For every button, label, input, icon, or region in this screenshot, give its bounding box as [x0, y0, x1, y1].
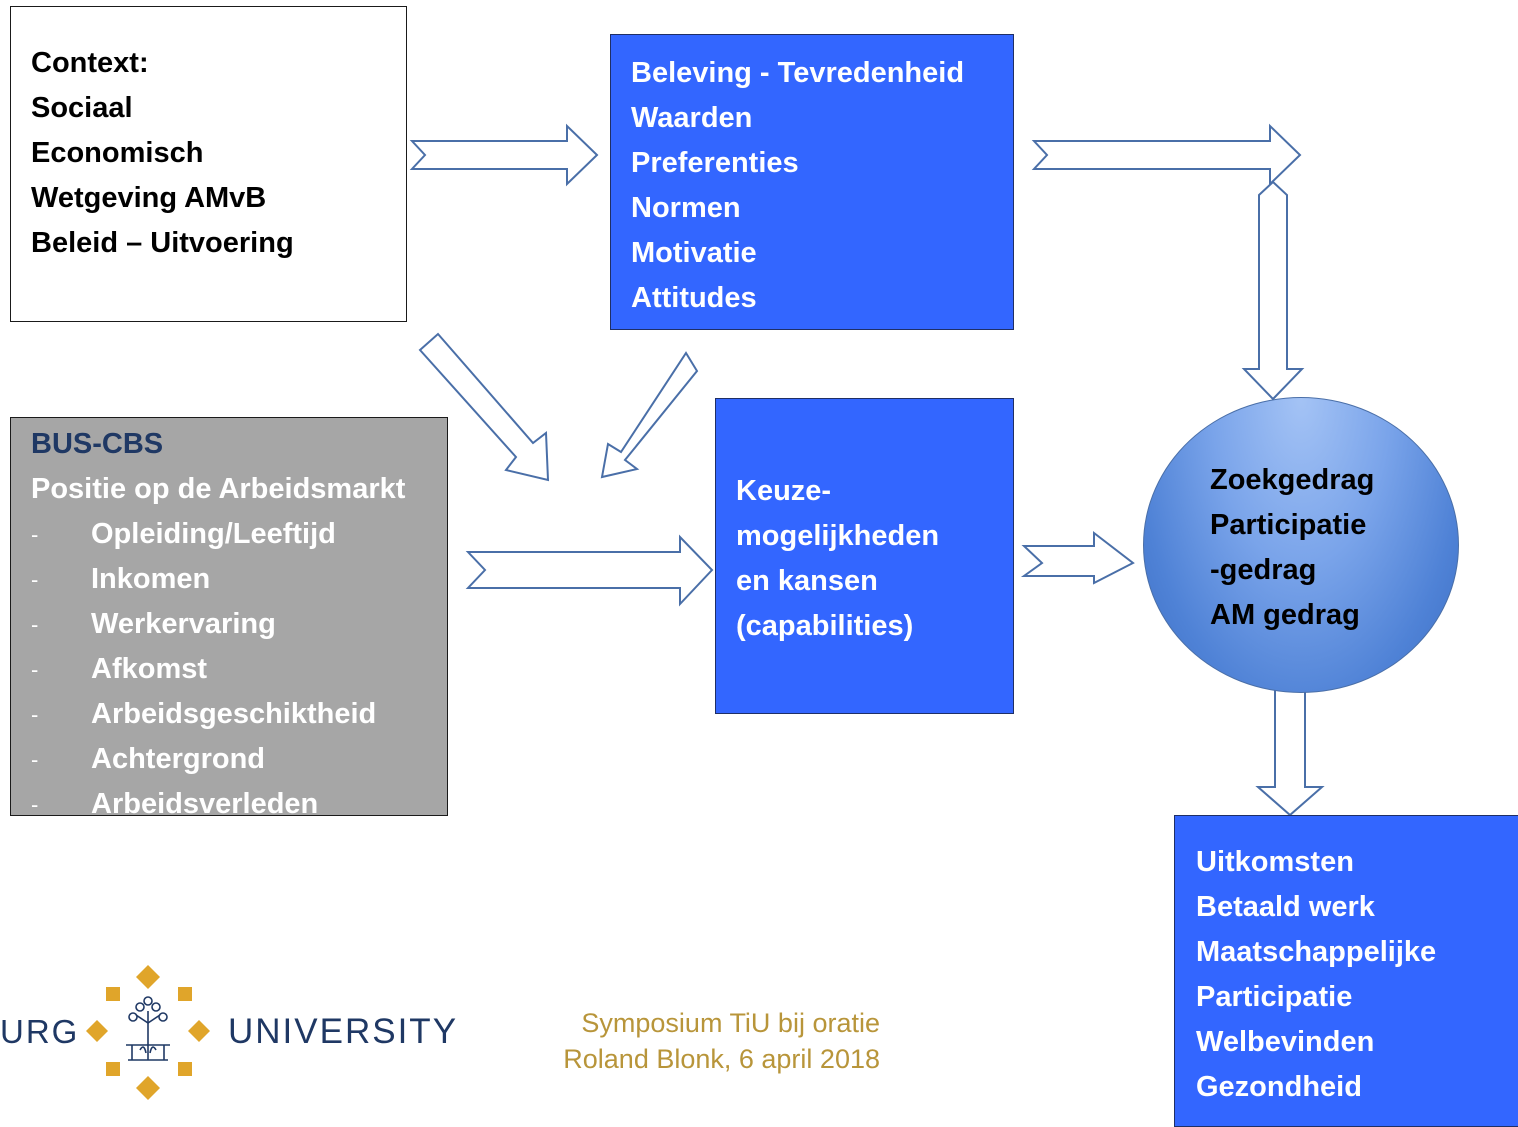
footer-caption: Symposium TiU bij oratie Roland Blonk, 6… — [495, 1005, 880, 1077]
uitkomsten-line: Gezondheid — [1196, 1071, 1362, 1103]
bus-subheading: Positie op de Arbeidsmarkt — [31, 473, 406, 505]
logo-square-tr — [178, 987, 192, 1001]
keuze-line: Keuze- — [736, 475, 832, 507]
arrow-context-to-keuze — [418, 332, 550, 482]
zoek-line: Zoekgedrag — [1210, 464, 1375, 496]
logo-square-bl — [106, 1062, 120, 1076]
bus-item: - Inkomen — [31, 557, 447, 602]
uitkomsten-line: Maatschappelijke — [1196, 936, 1437, 968]
arrow-circle-to-uitkomsten — [1255, 689, 1325, 817]
uitkomsten-box: Uitkomsten Betaald werk Maatschappelijke… — [1174, 815, 1518, 1127]
beleving-line: Preferenties — [631, 147, 799, 179]
bullet-dash: - — [31, 612, 39, 637]
beleving-box: Beleving - Tevredenheid Waarden Preferen… — [610, 34, 1014, 330]
bus-heading: BUS-CBS — [31, 428, 164, 460]
uitkomsten-line: Welbevinden — [1196, 1026, 1375, 1058]
bus-item: - Opleiding/Leeftijd — [31, 512, 447, 557]
footer-line-2: Roland Blonk, 6 april 2018 — [563, 1044, 880, 1074]
bus-item-label: Arbeidsverleden — [91, 788, 319, 820]
bus-item-label: Achtergrond — [91, 743, 265, 775]
uitkomsten-line: Participatie — [1196, 981, 1353, 1013]
keuze-line: (capabilities) — [736, 610, 914, 642]
zoek-line: Participatie — [1210, 509, 1367, 541]
bullet-dash: - — [31, 522, 39, 547]
bus-item-label: Werkervaring — [91, 608, 276, 640]
zoek-line: AM gedrag — [1210, 599, 1360, 631]
beleving-line: Waarden — [631, 102, 753, 134]
bullet-dash: - — [31, 567, 39, 592]
beleving-line: Beleving - Tevredenheid — [631, 57, 965, 89]
arrow-keuze-to-circle — [1020, 530, 1135, 585]
context-line: Economisch — [31, 137, 204, 169]
arrow-beleving-to-right — [1031, 123, 1302, 187]
bus-item-label: Arbeidsgeschiktheid — [91, 698, 377, 730]
keuze-line: en kansen — [736, 565, 878, 597]
bus-item-label: Afkomst — [91, 653, 208, 685]
context-line: Wetgeving AMvB — [31, 182, 267, 214]
uitkomsten-line: Uitkomsten — [1196, 846, 1354, 878]
bus-item-label: Inkomen — [91, 563, 211, 595]
logo-diamond-left — [86, 1020, 108, 1042]
logo-right-word: UNIVERSITY — [228, 1012, 459, 1051]
arrow-bus-to-keuze — [465, 534, 714, 607]
logo-square-br — [178, 1062, 192, 1076]
zoek-line: -gedrag — [1210, 554, 1317, 586]
beleving-line: Motivatie — [631, 237, 757, 269]
bullet-dash: - — [31, 747, 39, 772]
bus-item: - Werkervaring — [31, 602, 447, 647]
tilburg-university-logo: URG UNIVERSITY — [0, 965, 456, 1100]
logo-square-tl — [106, 987, 120, 1001]
bus-item: - Achtergrond — [31, 737, 447, 782]
keuze-line: mogelijkheden — [736, 520, 940, 552]
arrow-down-to-circle — [1241, 180, 1305, 401]
uitkomsten-line: Betaald werk — [1196, 891, 1375, 923]
footer-line-1: Symposium TiU bij oratie — [581, 1008, 880, 1038]
logo-diamond-right — [188, 1020, 210, 1042]
arrow-context-to-beleving — [409, 123, 599, 187]
bullet-dash: - — [31, 702, 39, 727]
bus-item: - Afkomst — [31, 647, 447, 692]
beleving-line: Normen — [631, 192, 741, 224]
context-line: Sociaal — [31, 92, 133, 124]
context-line: Beleid – Uitvoering — [31, 227, 294, 259]
logo-emblem — [86, 965, 210, 1100]
context-box: Context: Sociaal Economisch Wetgeving AM… — [10, 6, 407, 322]
bullet-dash: - — [31, 657, 39, 682]
beleving-line: Attitudes — [631, 282, 757, 314]
bus-item: - Arbeidsgeschiktheid — [31, 692, 447, 737]
zoekgedrag-circle: Zoekgedrag Participatie -gedrag AM gedra… — [1143, 397, 1459, 693]
logo-left-word: URG — [0, 1013, 80, 1050]
bullet-dash: - — [31, 792, 39, 817]
bus-item: - Arbeidsverleden — [31, 782, 447, 827]
bus-cbs-box: BUS-CBS Positie op de Arbeidsmarkt - Ople… — [10, 417, 448, 820]
logo-diamond-top — [136, 965, 160, 989]
context-line: Context: — [31, 47, 149, 79]
arrow-beleving-to-keuze — [600, 351, 699, 479]
logo-diamond-bottom — [136, 1076, 160, 1100]
logo-tree-icon — [126, 996, 170, 1061]
keuze-box: Keuze- mogelijkheden en kansen (capabili… — [715, 398, 1014, 714]
bus-item-label: Opleiding/Leeftijd — [91, 518, 336, 550]
